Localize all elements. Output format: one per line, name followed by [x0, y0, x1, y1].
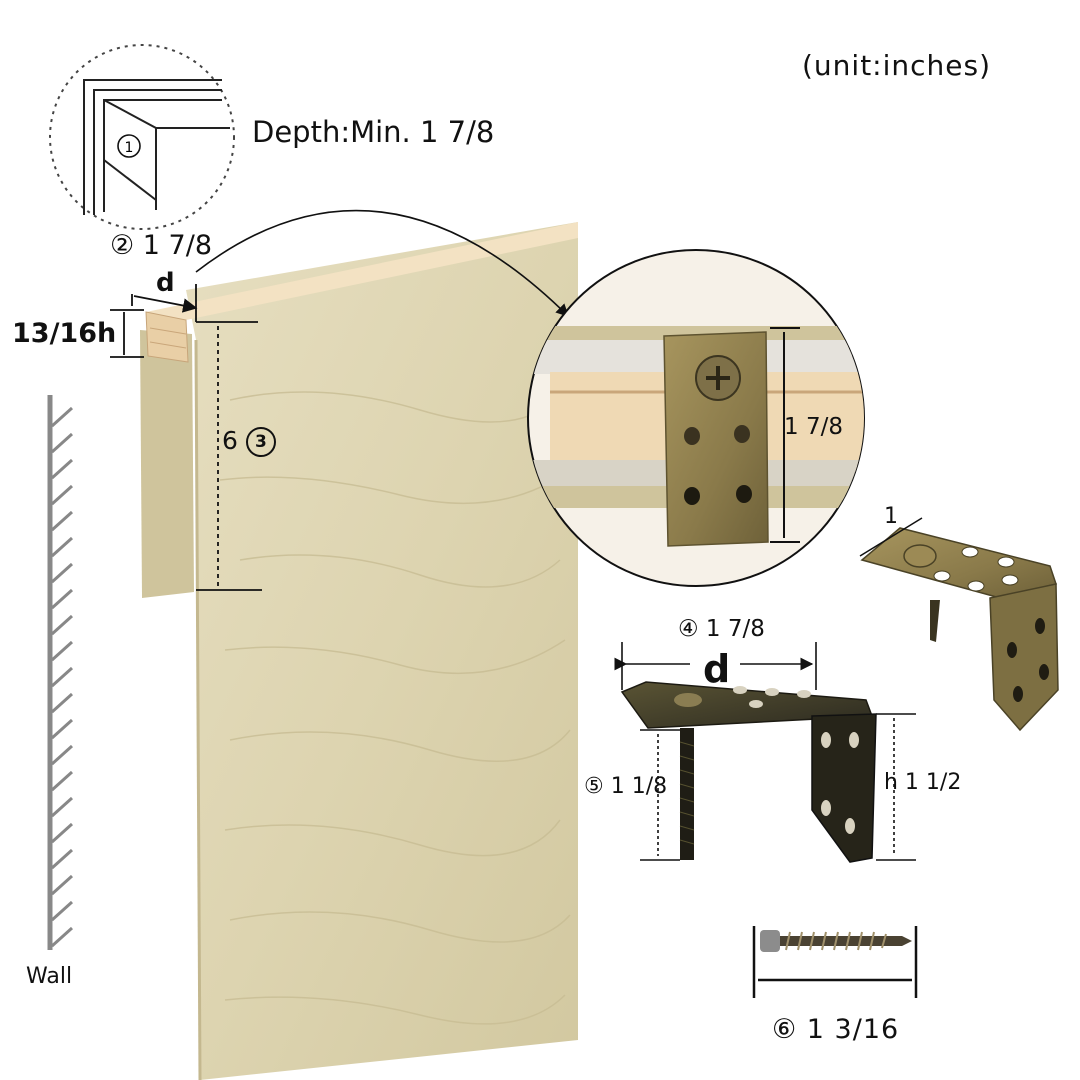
- clip-detail-circle: [527, 249, 865, 587]
- drop-label: 6 3: [222, 427, 276, 457]
- phillips-screw-icon: [695, 355, 741, 401]
- wall-hatch-line: [50, 588, 74, 610]
- wall-label: Wall: [26, 964, 73, 989]
- wall-hatch-line: [50, 874, 74, 896]
- wall-hatch-line: [50, 718, 74, 740]
- corner-detail-sketch: [49, 44, 235, 230]
- wall-hatch-line: [50, 458, 74, 480]
- clip-height-label: 1 7/8: [784, 414, 843, 440]
- l-bracket-large: [614, 642, 916, 863]
- wall-hatch-icon: [47, 395, 74, 950]
- l-bracket-small: [859, 517, 1059, 732]
- wall-hatch-line: [50, 822, 74, 844]
- wall-hatch-line: [50, 510, 74, 532]
- bracket-depth-label: ④ 1 7/8: [678, 616, 765, 642]
- clip-hole-icon: [684, 425, 752, 505]
- wall-hatch-line: [50, 926, 74, 948]
- wall-hatch-line: [50, 614, 74, 636]
- board-height-label: 13/16h: [12, 318, 117, 349]
- wall-hatch-line: [50, 900, 74, 922]
- depth-label: Depth:Min. 1 7/8: [252, 115, 495, 149]
- depth-d-label: d: [156, 268, 175, 298]
- wall-hatch-line: [50, 848, 74, 870]
- wall-hatch-line: [50, 562, 74, 584]
- wall-hatch-line: [50, 640, 74, 662]
- wall-hatch-line: [50, 406, 74, 428]
- wood-board: [145, 222, 578, 363]
- board-depth-label: ② 1 7/8: [110, 230, 213, 261]
- wall-hatch-line: [50, 744, 74, 766]
- wall-hatch-line: [50, 796, 74, 818]
- wall-hatch-line: [50, 432, 74, 454]
- wall-hatch-line: [50, 770, 74, 792]
- drop-value: 6: [222, 426, 238, 455]
- circle-3-label: 3: [245, 427, 276, 457]
- dimension-lines: [110, 284, 262, 591]
- bracket-side-label: 1: [884, 504, 898, 529]
- wood-screw: [752, 926, 918, 998]
- bracket-d-label: d: [703, 647, 731, 691]
- connector-arc: [195, 209, 569, 317]
- fabric-panel: [140, 222, 578, 1080]
- unit-label: (unit:inches): [802, 49, 992, 82]
- wall-hatch-line: [50, 692, 74, 714]
- bracket-height-label: h 1 1/2: [884, 770, 962, 795]
- wood-screw-label: ⑥ 1 3/16: [772, 1014, 900, 1045]
- circle-1-label: 1: [125, 140, 134, 156]
- screw-length-label: ⑤ 1 1/8: [584, 774, 668, 799]
- wall-hatch-line: [50, 666, 74, 688]
- wall-hatch-line: [50, 484, 74, 506]
- wall-hatch-line: [50, 536, 74, 558]
